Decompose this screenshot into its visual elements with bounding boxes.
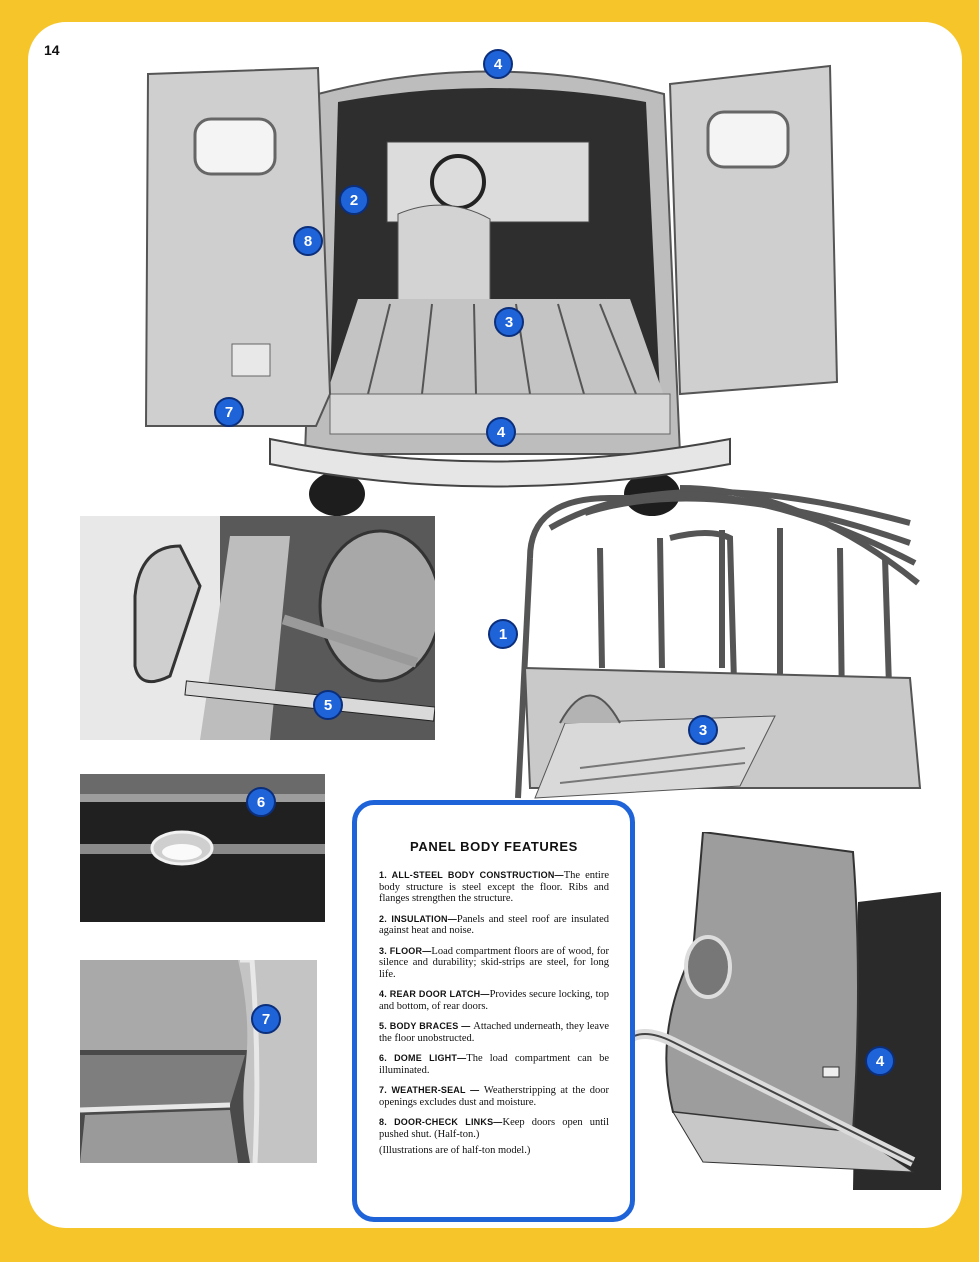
feature-item: 5. BODY BRACES — Attached underneath, th… [379, 1021, 609, 1044]
callout-3-floor: 3 [494, 307, 524, 337]
callout-7-weather-seal: 7 [214, 397, 244, 427]
rear-latch-illustration [613, 832, 941, 1190]
callout-2-insulation: 2 [339, 185, 369, 215]
feature-text: Panels and steel roof are insulated agai… [379, 913, 609, 937]
feature-text: Load compartment floors are of wood, for… [379, 945, 609, 980]
weather-seal-illustration [80, 960, 317, 1163]
feature-item: 3. FLOOR—Load compartment floors are of … [379, 946, 609, 981]
callout-7-seal-detail: 7 [251, 1004, 281, 1034]
rear-view-photo [140, 54, 842, 519]
rear-view-illustration [144, 64, 839, 516]
callout-4-latch-detail: 4 [865, 1046, 895, 1076]
feature-item: 8. DOOR-CHECK LINKS—Keep doors open unti… [379, 1117, 609, 1140]
feature-item: 4. REAR DOOR LATCH—Provides secure locki… [379, 989, 609, 1012]
feature-text: Attached underneath, they leave the floo… [379, 1021, 609, 1044]
weather-seal-photo [80, 960, 317, 1163]
feature-label: 6. DOME LIGHT— [379, 1053, 467, 1063]
dome-light-photo [80, 774, 325, 922]
rear-latch-photo [613, 832, 941, 1190]
features-title: PANEL BODY FEATURES [410, 839, 578, 854]
callout-3-frame-floor: 3 [688, 715, 718, 745]
callout-5-braces: 5 [313, 690, 343, 720]
callout-4-roof: 4 [483, 49, 513, 79]
feature-label: 1. ALL-STEEL BODY CONSTRUCTION— [379, 870, 564, 880]
feature-label: 2. INSULATION— [379, 913, 457, 924]
body-braces-photo [80, 516, 435, 740]
feature-item: 6. DOME LIGHT—The load compartment can b… [379, 1053, 609, 1076]
feature-item: 2. INSULATION—Panels and steel roof are … [379, 914, 609, 937]
features-note: (Illustrations are of half-ton model.) [379, 1145, 531, 1156]
body-braces-illustration [80, 516, 435, 740]
feature-text: The entire body structure is steel excep… [379, 870, 609, 904]
feature-item: 7. WEATHER-SEAL — Weatherstripping at th… [379, 1085, 609, 1108]
features-box: PANEL BODY FEATURES 1. ALL-STEEL BODY CO… [352, 800, 635, 1222]
feature-text: Weatherstripping at the door openings ex… [379, 1085, 609, 1108]
callout-1-steel-body: 1 [488, 619, 518, 649]
body-frame-illustration [515, 485, 922, 799]
dome-light-illustration [80, 774, 325, 922]
feature-text: The load compartment can be illuminated. [379, 1053, 609, 1076]
feature-text: Provides secure locking, top and bottom,… [379, 989, 609, 1012]
callout-8-door-check: 8 [293, 226, 323, 256]
feature-label: 5. BODY BRACES — [379, 1021, 474, 1031]
feature-label: 4. REAR DOOR LATCH— [379, 989, 490, 999]
body-frame-photo [490, 468, 930, 835]
callout-4-latch: 4 [486, 417, 516, 447]
feature-item: 1. ALL-STEEL BODY CONSTRUCTION—The entir… [379, 870, 609, 905]
feature-label: 3. FLOOR— [379, 945, 432, 956]
feature-label: 7. WEATHER-SEAL — [379, 1085, 484, 1095]
page-number: 14 [44, 42, 60, 58]
feature-text: Keep doors open until pushed shut. (Half… [379, 1117, 609, 1140]
feature-label: 8. DOOR-CHECK LINKS— [379, 1117, 503, 1127]
callout-6-dome-light: 6 [246, 787, 276, 817]
